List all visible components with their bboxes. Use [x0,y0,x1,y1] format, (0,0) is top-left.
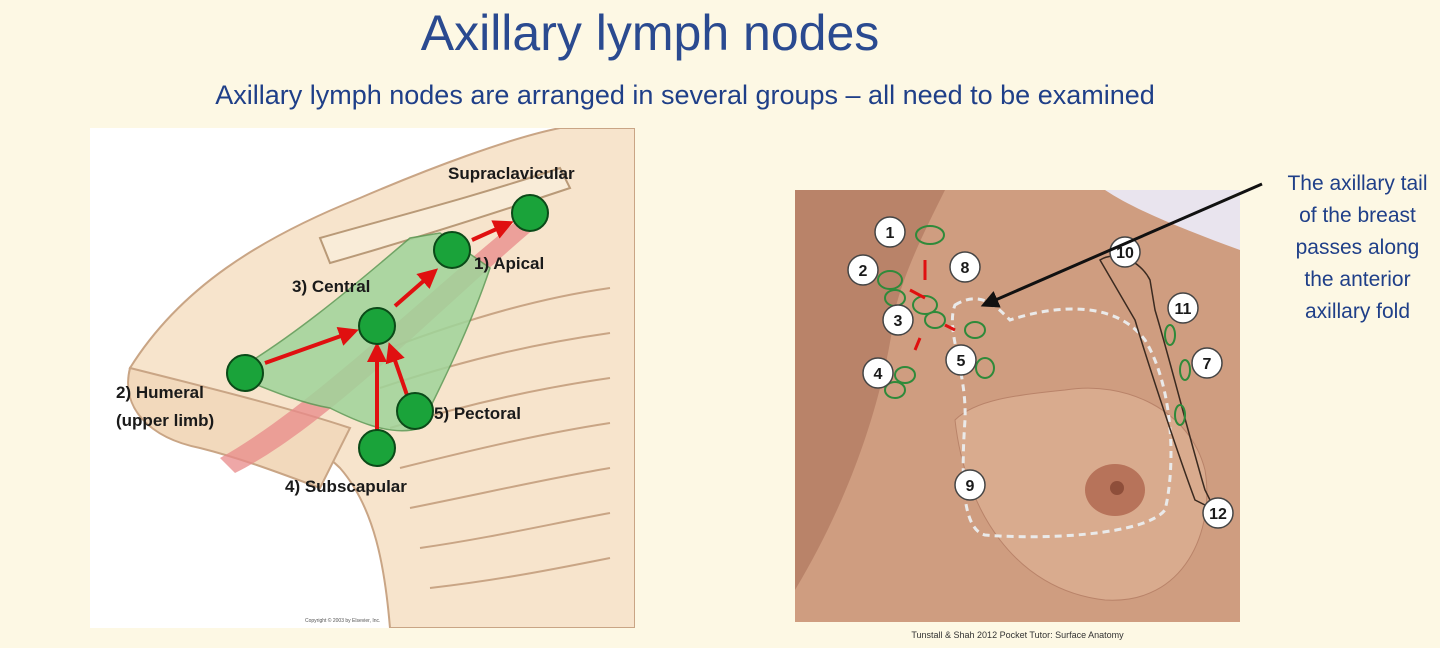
callout-arrow [984,184,1262,305]
callout-line: the anterior [1270,264,1440,296]
callout-line: The axillary tail [1270,168,1440,200]
axillary-tail-callout: The axillary tail of the breast passes a… [1270,168,1440,328]
callout-line: passes along [1270,232,1440,264]
callout-line: of the breast [1270,200,1440,232]
figure-citation: Tunstall & Shah 2012 Pocket Tutor: Surfa… [795,630,1240,640]
callout-line: axillary fold [1270,296,1440,328]
